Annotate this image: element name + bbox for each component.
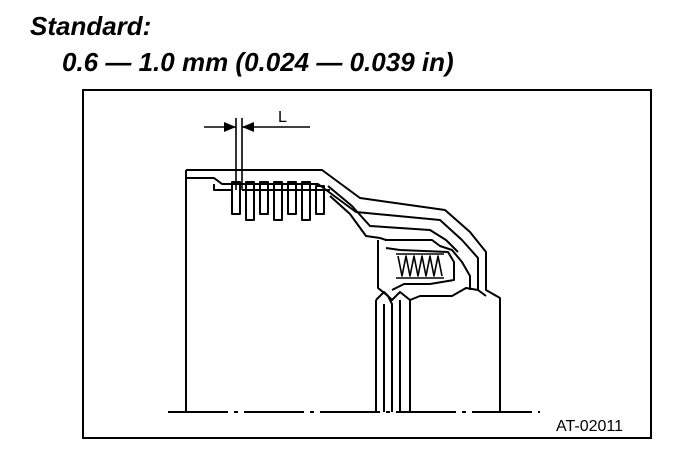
hub-top <box>375 291 411 301</box>
hub-shoulder <box>409 287 487 301</box>
dimension-label: L <box>278 109 287 126</box>
drum-top-inner2 <box>213 184 232 191</box>
drum-top-housing <box>186 169 501 412</box>
dimension-arrow-right <box>242 122 254 132</box>
diagram-frame <box>82 89 652 439</box>
piston-outer <box>329 195 471 290</box>
spec-value: 0.6 — 1.0 mm (0.024 — 0.039 in) <box>62 47 454 77</box>
spec-title: Standard: <box>30 11 152 41</box>
dimension-arrow-left <box>224 122 236 132</box>
figure-code: AT-02011 <box>556 418 623 435</box>
return-spring <box>396 253 444 279</box>
piston-inner <box>385 247 455 291</box>
retaining-plate <box>327 185 459 253</box>
clutch-plates <box>231 181 330 221</box>
drum-top-inner <box>186 177 479 290</box>
